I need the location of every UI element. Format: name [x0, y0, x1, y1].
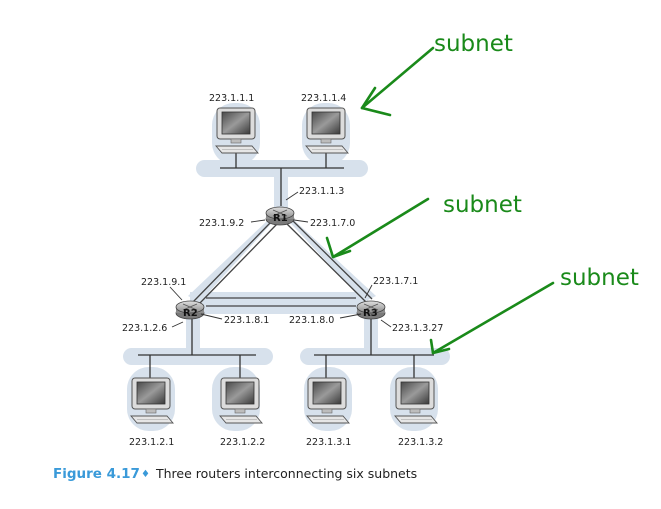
- host-computer: [306, 377, 350, 424]
- interface-ip-label: 223.1.1.3: [299, 186, 344, 197]
- annotation-arrows: [325, 46, 555, 355]
- host-ip-label: 223.1.2.2: [220, 437, 265, 448]
- caption-separator: ♦: [141, 469, 150, 480]
- host-ip-label: 223.1.1.1: [209, 93, 254, 104]
- interface-ip-label: 223.1.3.27: [392, 323, 443, 334]
- subnet-annotation: subnet: [443, 192, 522, 218]
- host-computer: [219, 377, 263, 424]
- interface-ip-label: 223.1.8.0: [289, 315, 334, 326]
- figure-number: Figure 4.17: [53, 466, 140, 482]
- host-computer: [394, 377, 438, 424]
- router-r1-label: R1: [273, 213, 288, 224]
- interface-leaders: [169, 191, 392, 328]
- interface-ip-label: 223.1.8.1: [224, 315, 269, 326]
- interface-ip-label: 223.1.7.1: [373, 276, 418, 287]
- interface-ip-label: 223.1.9.1: [141, 277, 186, 288]
- interface-ip-label: 223.1.2.6: [122, 323, 167, 334]
- host-computer: [305, 107, 349, 154]
- host-ip-label: 223.1.2.1: [129, 437, 174, 448]
- router-r2-label: R2: [183, 308, 198, 319]
- interface-ip-label: 223.1.7.0: [310, 218, 355, 229]
- host-ip-label: 223.1.3.2: [398, 437, 443, 448]
- host-ip-label: 223.1.3.1: [306, 437, 351, 448]
- subnet-annotation: subnet: [434, 31, 513, 57]
- host-computer: [215, 107, 259, 154]
- router-r3-label: R3: [363, 308, 378, 319]
- host-computer: [130, 377, 174, 424]
- figure-caption: Three routers interconnecting six subnet…: [155, 466, 417, 481]
- host-ip-label: 223.1.1.4: [301, 93, 346, 104]
- subnet-annotation: subnet: [560, 265, 639, 291]
- interface-ip-label: 223.1.9.2: [199, 218, 244, 229]
